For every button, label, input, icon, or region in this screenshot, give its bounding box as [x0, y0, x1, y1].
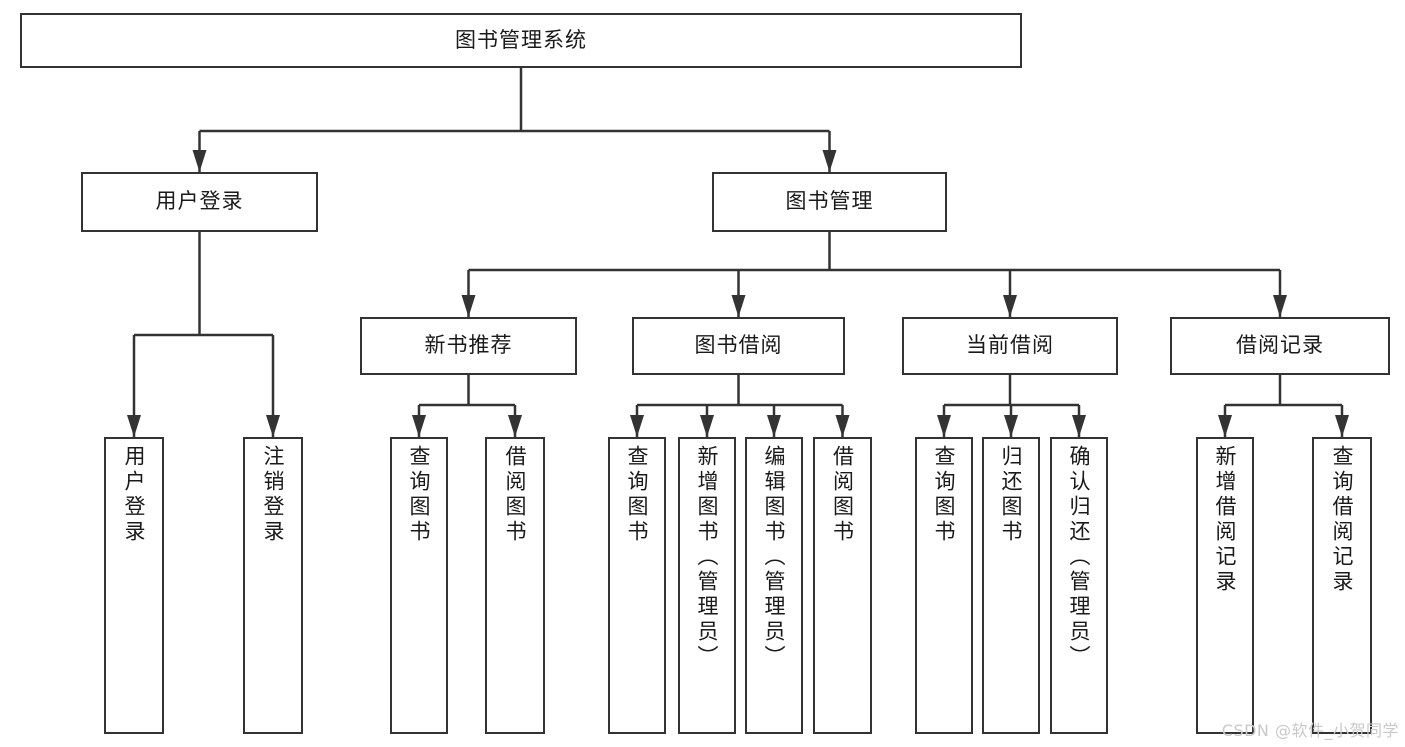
arrowhead-icon	[1335, 415, 1349, 437]
arrowhead-icon	[127, 415, 141, 437]
node-label: 查询图书	[932, 445, 957, 545]
node-book_borrow: 图书借阅	[632, 317, 845, 375]
node-leaf_login: 用户登录	[104, 437, 164, 734]
node-leaf_q_book_3: 查询图书	[915, 437, 973, 734]
arrowhead-icon	[508, 415, 522, 437]
node-leaf_borrow_2: 借阅图书	[813, 437, 872, 734]
arrowhead-icon	[700, 415, 714, 437]
node-label: 当前借阅	[966, 333, 1054, 358]
arrowhead-icon	[1072, 415, 1086, 437]
node-label: 查询图书	[407, 445, 432, 545]
node-label: 借阅记录	[1236, 333, 1324, 358]
node-leaf_confirm: 确认归还（管理员）	[1050, 437, 1108, 734]
arrowhead-icon	[1004, 415, 1018, 437]
node-leaf_logout: 注销登录	[243, 437, 303, 734]
arrowhead-icon	[461, 295, 476, 317]
node-label: 确认归还（管理员）	[1067, 445, 1092, 670]
arrowhead-icon	[937, 415, 951, 437]
node-label: 新增借阅记录	[1213, 445, 1238, 595]
node-leaf_q_book_2: 查询图书	[608, 437, 666, 734]
node-label: 新书推荐	[424, 333, 513, 358]
node-label: 查询图书	[625, 445, 650, 545]
arrowhead-icon	[266, 415, 280, 437]
arrowhead-icon	[1273, 295, 1287, 317]
arrowhead-icon	[822, 150, 837, 172]
node-label: 用户登录	[155, 189, 244, 214]
arrowhead-icon	[767, 415, 781, 437]
arrowhead-icon	[1003, 295, 1017, 317]
node-label: 查询借阅记录	[1330, 445, 1355, 595]
arrowhead-icon	[412, 415, 426, 437]
node-label: 借阅图书	[503, 445, 528, 545]
node-leaf_return: 归还图书	[982, 437, 1040, 734]
node-leaf_borrow_1: 借阅图书	[485, 437, 545, 734]
node-borrow_record: 借阅记录	[1170, 317, 1390, 375]
node-label: 编辑图书（管理员）	[762, 445, 787, 670]
node-label: 注销登录	[261, 445, 286, 545]
arrowhead-icon	[835, 415, 850, 437]
node-current_borrow: 当前借阅	[902, 317, 1118, 375]
node-leaf_q_rec: 查询借阅记录	[1312, 437, 1372, 734]
node-label: 借阅图书	[830, 445, 855, 545]
node-leaf_add_book: 新增图书（管理员）	[678, 437, 736, 734]
arrowhead-icon	[731, 295, 746, 317]
node-label: 图书借阅	[694, 333, 783, 358]
arrowhead-icon	[630, 415, 644, 437]
node-book_mgmt: 图书管理	[712, 172, 947, 232]
node-new_book_rec: 新书推荐	[360, 317, 577, 375]
node-leaf_add_rec: 新增借阅记录	[1196, 437, 1254, 734]
node-label: 新增图书（管理员）	[695, 445, 720, 670]
node-label: 归还图书	[999, 445, 1024, 545]
node-user_login: 用户登录	[81, 172, 318, 232]
node-root: 图书管理系统	[20, 13, 1022, 68]
node-label: 图书管理	[785, 189, 874, 214]
node-leaf_edit_book: 编辑图书（管理员）	[745, 437, 803, 734]
arrowhead-icon	[1218, 415, 1232, 437]
node-label: 用户登录	[122, 445, 147, 545]
node-leaf_q_book_1: 查询图书	[390, 437, 448, 734]
arrowhead-icon	[192, 150, 207, 172]
node-label: 图书管理系统	[455, 27, 587, 52]
